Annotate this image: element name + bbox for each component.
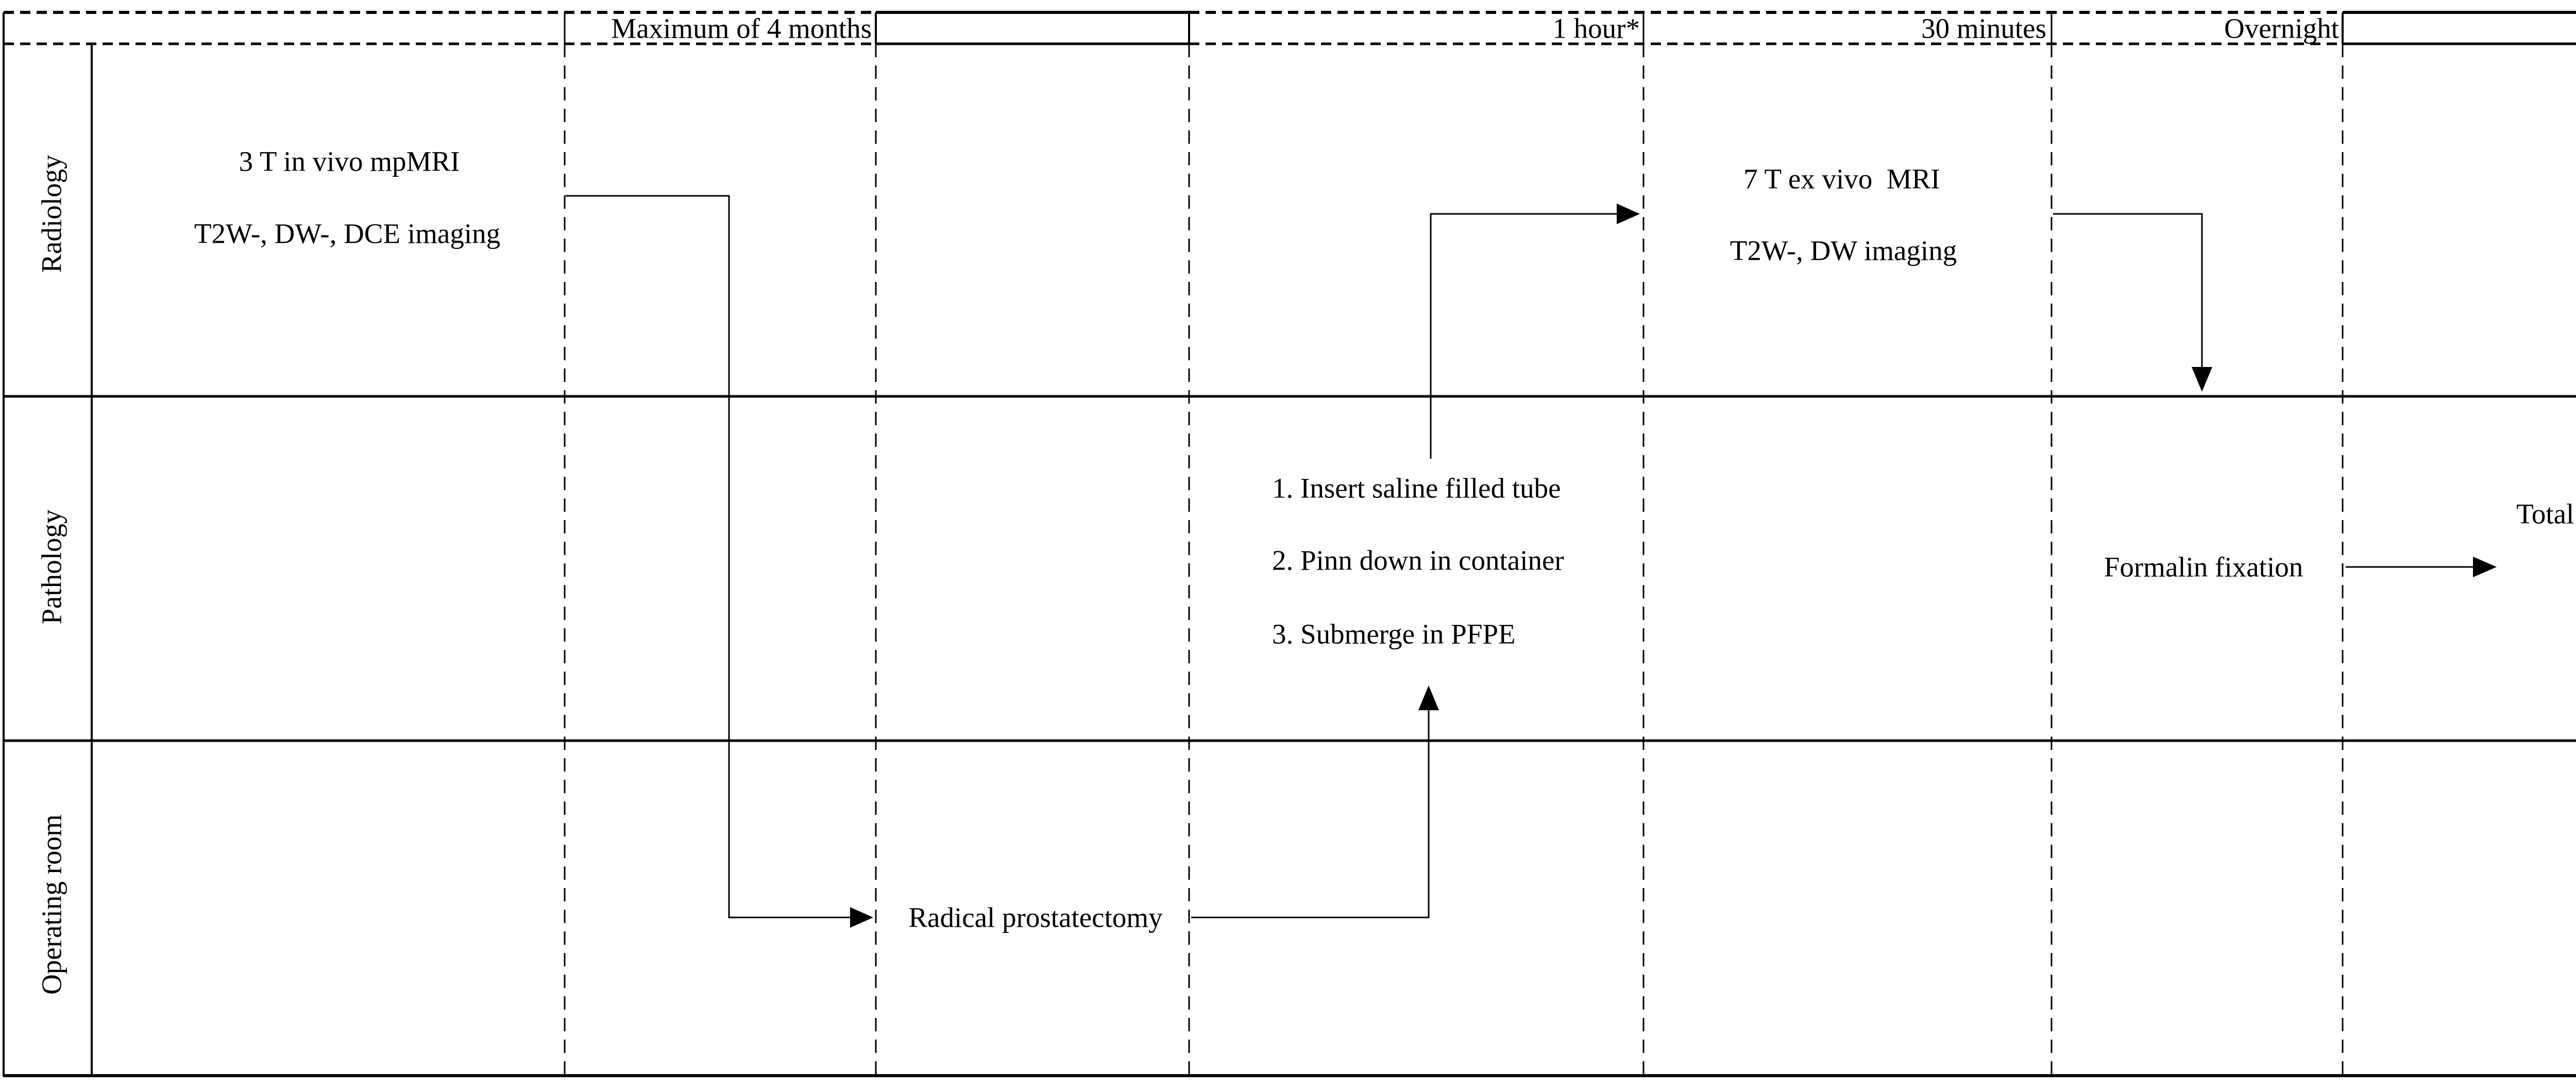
arrowhead-right-inclusion xyxy=(2473,557,2497,577)
arrowhead-down-formalin xyxy=(2192,367,2212,392)
node-formalin-fixation: Formalin fixation xyxy=(2104,551,2303,583)
connector-prep-to-exvivo xyxy=(1430,213,1617,459)
node-invivo-mri-line2: T2W-, DW-, DCE imaging xyxy=(194,218,501,249)
time-label-30-minutes: 30 minutes xyxy=(1921,12,2046,44)
node-prep-step-3: 3. Submerge in PFPE xyxy=(1272,618,1516,650)
node-prep-step-1: 1. Insert saline filled tube xyxy=(1272,472,1561,504)
node-invivo-mri-line1: 3 T in vivo mpMRI xyxy=(239,145,460,177)
connector-prostatectomy-to-prep xyxy=(1191,710,1430,918)
arrowhead-right-exvivo xyxy=(1617,204,1640,224)
node-prep-step-2: 2. Pinn down in container xyxy=(1272,544,1564,576)
node-total-inclusion-line1: Total inclusion of specimen at xyxy=(2516,498,2574,530)
node-exvivo-mri-line2: T2W-, DW imaging xyxy=(1730,235,1957,266)
arrowhead-up-prep xyxy=(1418,685,1439,710)
time-label-max-4-months: Maximum of 4 months xyxy=(611,12,872,44)
lane-label-operating-room: Operating room xyxy=(36,814,67,995)
arrowhead-right-prostatectomy xyxy=(850,907,873,928)
node-exvivo-mri-line1: 7 T ex vivo MRI xyxy=(1743,163,1940,195)
lane-label-radiology: Radiology xyxy=(36,155,67,273)
node-radical-prostatectomy: Radical prostatectomy xyxy=(908,901,1163,933)
connector-mri-to-prostatectomy xyxy=(566,195,850,918)
lane-label-pathology: Pathology xyxy=(36,509,67,625)
time-label-1-hour: 1 hour* xyxy=(1552,12,1640,44)
time-label-overnight: Overnight xyxy=(2224,12,2339,44)
connector-exvivo-to-formalin xyxy=(2053,213,2203,367)
